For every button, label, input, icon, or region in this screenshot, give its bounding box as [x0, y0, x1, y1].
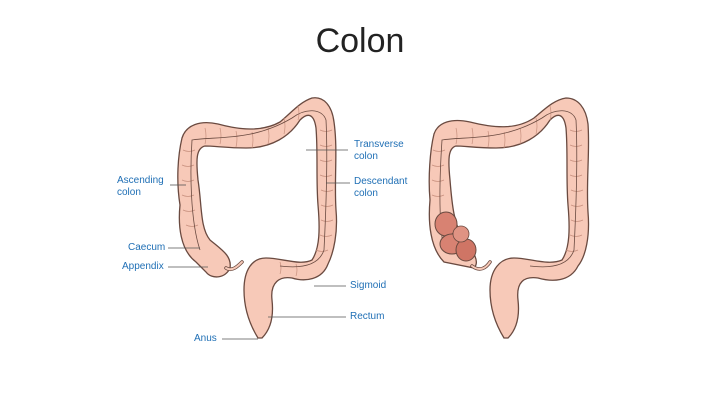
haustra-markings: [181, 105, 334, 277]
label-descendant-line1: Descendant: [354, 176, 408, 187]
label-transverse-line2: colon: [354, 151, 378, 162]
label-ascending-colon: Ascending colon: [117, 175, 164, 199]
colon-body-right: [428, 97, 590, 339]
label-descendant-colon: Descendant colon: [354, 176, 407, 200]
label-ascending-line2: colon: [117, 187, 141, 198]
label-anus: Anus: [194, 333, 217, 344]
label-transverse-colon: Transverse colon: [354, 139, 404, 163]
healthy-colon-illustration: [168, 97, 350, 340]
colon-body: [177, 97, 338, 339]
label-appendix: Appendix: [122, 261, 164, 272]
slide-title: Colon: [315, 22, 405, 60]
label-caecum: Caecum: [128, 242, 166, 253]
label-rectum: Rectum: [350, 311, 385, 322]
label-transverse-line1: Transverse: [354, 139, 404, 150]
inflamed-region: [434, 211, 477, 262]
diseased-colon-illustration: [428, 97, 590, 339]
label-ascending-line1: Ascending: [117, 175, 164, 186]
label-sigmoid: Sigmoid: [350, 280, 387, 291]
colon-inner-lining: [190, 110, 328, 268]
haustra-markings-right: [431, 105, 584, 252]
label-descendant-line2: colon: [354, 188, 378, 199]
